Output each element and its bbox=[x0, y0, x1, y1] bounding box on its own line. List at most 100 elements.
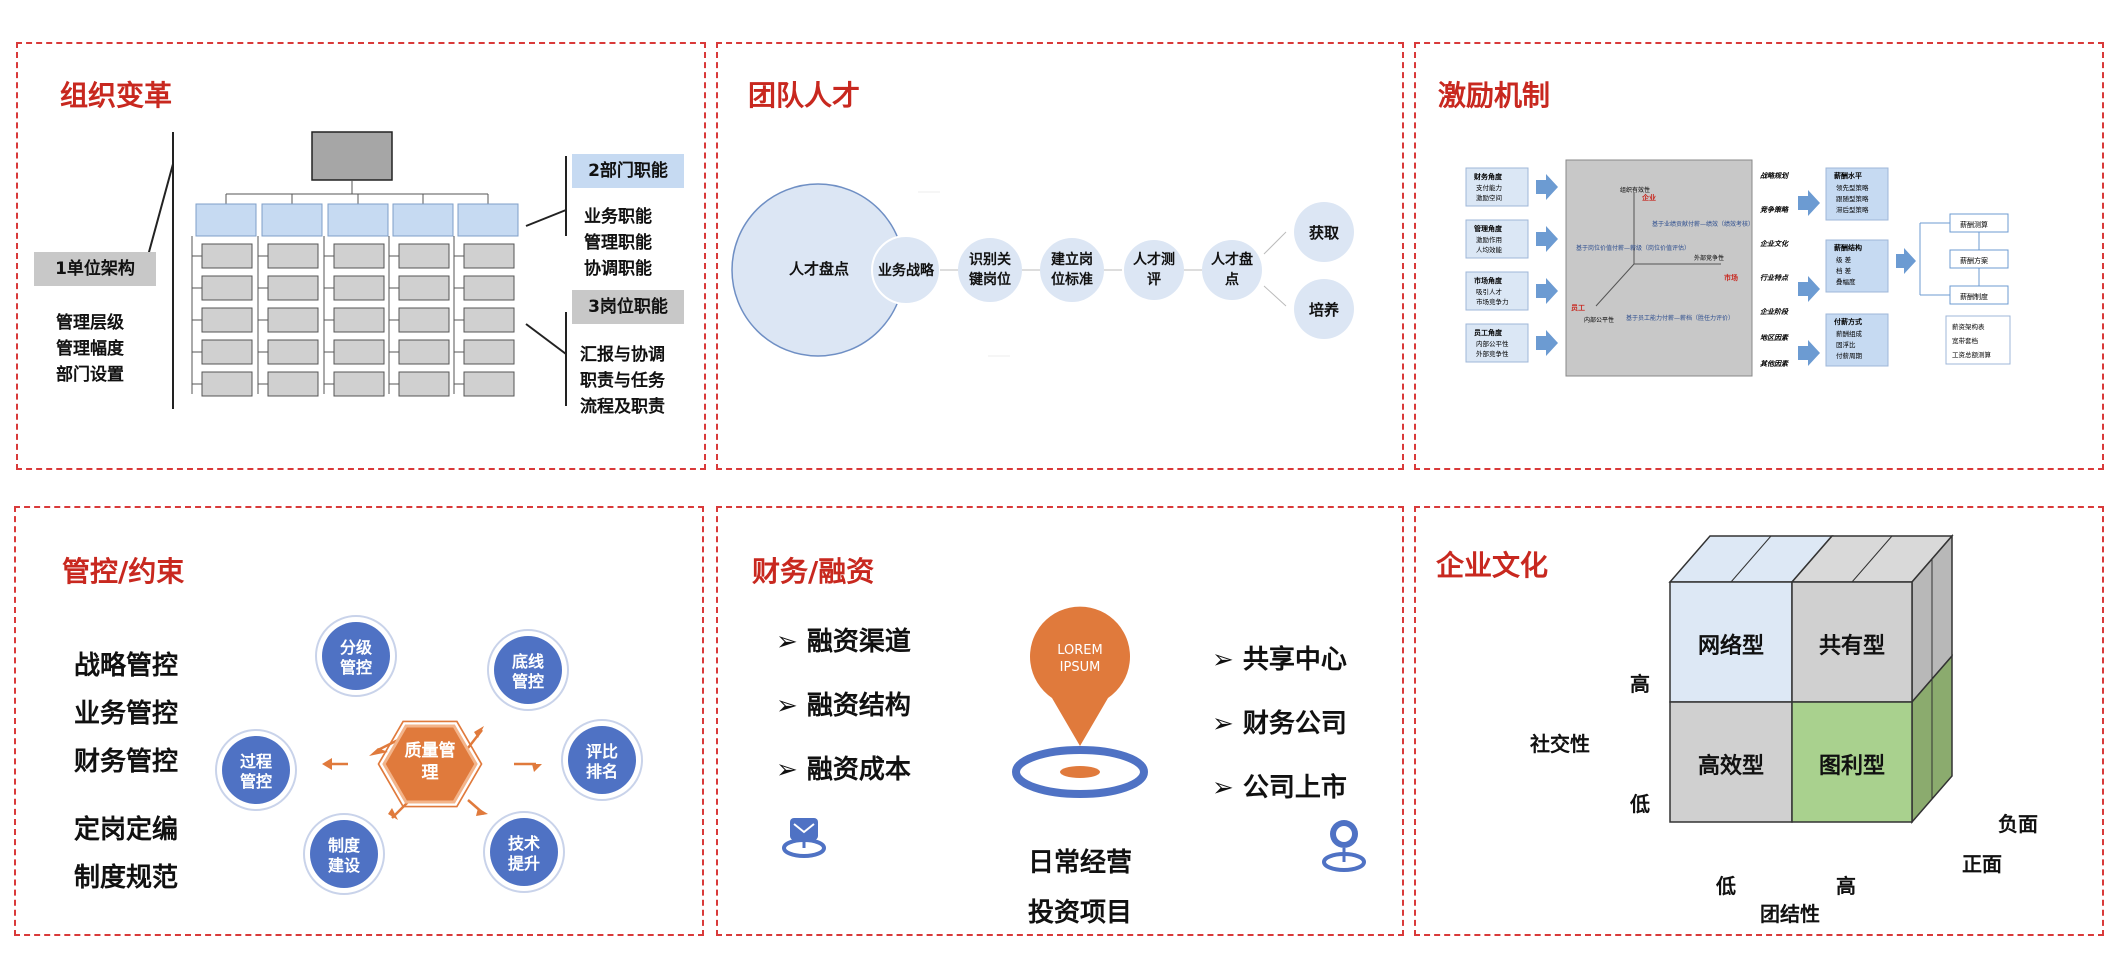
org-post-box bbox=[463, 243, 515, 269]
finance-right-text: 财务公司 bbox=[1242, 709, 1347, 739]
control-title: 管控/约束 bbox=[62, 555, 185, 588]
control-list-item: 财务管控 bbox=[74, 747, 179, 777]
incentive-output: 薪酬制度 bbox=[1960, 292, 1988, 301]
culture-cell: 网络型 bbox=[1697, 634, 1764, 659]
incentive-left-head: 管理角度 bbox=[1474, 224, 1503, 233]
org-post-box bbox=[463, 307, 515, 333]
control-node bbox=[490, 818, 558, 886]
incentive-output: 薪酬方案 bbox=[1960, 256, 1988, 265]
incentive-right-item: 领先型策略 bbox=[1836, 183, 1869, 192]
pin-text: LOREM IPSUM bbox=[1057, 643, 1103, 675]
dept-items: 业务职能 管理职能 协调职能 bbox=[584, 204, 652, 282]
finance-bottom-item: 日常经营 bbox=[1027, 848, 1132, 878]
finance-right-item: ➢ 财务公司 bbox=[1212, 709, 1347, 739]
control-node-label: 评比 bbox=[586, 742, 618, 761]
org-post-box bbox=[267, 371, 319, 397]
mail-pin-icon bbox=[782, 818, 826, 858]
dept-item: 业务职能 bbox=[584, 207, 652, 227]
talent-step: 建立岗位标准 bbox=[1051, 252, 1093, 288]
finance-bottom: 日常经营 投资项目 bbox=[1010, 838, 1150, 938]
incentive-right-item: 薪酬组成 bbox=[1836, 329, 1863, 338]
incentive-factor: 其他因素 bbox=[1760, 359, 1789, 368]
control-node-label: 制度 bbox=[328, 836, 361, 855]
incentive-right-item: 付薪周期 bbox=[1836, 351, 1863, 360]
unit-item: 管理幅度 bbox=[56, 339, 124, 359]
incentive-factor: 地区因素 bbox=[1760, 333, 1789, 342]
culture-x-axis: 团结性 bbox=[1760, 902, 1820, 926]
post-function-label: 3岗位职能 bbox=[572, 290, 684, 324]
finance-left-item: ➢ 融资结构 bbox=[776, 691, 911, 721]
unit-item: 管理层级 bbox=[56, 313, 124, 333]
org-post-box bbox=[333, 339, 385, 365]
incentive-right-item: 级 差 bbox=[1836, 255, 1852, 264]
control-center: 质量管理 bbox=[404, 741, 456, 783]
panel-control: 管控/约束 战略管控 业务管控 财务管控 定岗定编 制度规范 分级管控底线管控评… bbox=[14, 506, 704, 936]
org-dept-box bbox=[195, 203, 257, 237]
org-post-box bbox=[463, 339, 515, 365]
org-post-box bbox=[201, 307, 253, 333]
finance-right-item: ➢ 公司上市 bbox=[1212, 773, 1347, 803]
culture-y-axis: 社交性 bbox=[1530, 732, 1590, 756]
incentive-axis-label: 组织有效性 bbox=[1620, 186, 1650, 194]
incentive-right-head: 付薪方式 bbox=[1834, 317, 1862, 326]
control-node bbox=[568, 726, 636, 794]
incentive-left-item: 吸引人才 bbox=[1476, 287, 1503, 296]
control-list: 战略管控 业务管控 财务管控 定岗定编 制度规范 bbox=[74, 642, 178, 902]
incentive-left-head: 员工角度 bbox=[1474, 328, 1503, 337]
culture-y-low: 低 bbox=[1630, 792, 1650, 816]
org-post-box bbox=[333, 275, 385, 301]
talent-outcome: 获取 bbox=[1308, 224, 1339, 242]
incentive-right-head: 薪酬水平 bbox=[1834, 171, 1862, 180]
finance-right-text: 公司上市 bbox=[1242, 773, 1347, 803]
org-post-box bbox=[267, 307, 319, 333]
incentive-right-item: 滞后型策略 bbox=[1836, 205, 1869, 214]
incentive-left-item: 激励作用 bbox=[1476, 235, 1502, 244]
org-post-box bbox=[201, 243, 253, 269]
culture-cell: 图利型 bbox=[1818, 754, 1885, 779]
talent-outcome: 培养 bbox=[1308, 301, 1339, 319]
finance-right-list: ➢ 共享中心 ➢ 财务公司 ➢ 公司上市 bbox=[1212, 628, 1347, 820]
panel-finance: 财务/融资 ➢ 融资渠道 ➢ 融资结构 ➢ 融资成本 ➢ 共享中心 ➢ 财务公司… bbox=[716, 506, 1404, 936]
dept-item: 协调职能 bbox=[584, 259, 652, 279]
talent-big-circle: 人才盘点 bbox=[788, 260, 849, 278]
incentive-center-note: 基于员工能力付薪—薪档（胜任力评价） bbox=[1626, 314, 1734, 322]
incentive-center-note: 基于业绩贡献付薪—绩效（绩效考核） bbox=[1652, 220, 1754, 228]
org-post-box bbox=[201, 275, 253, 301]
control-node-label: 过程 bbox=[240, 752, 272, 771]
finance-left-text: 融资渠道 bbox=[806, 627, 911, 657]
finance-left-item: ➢ 融资渠道 bbox=[776, 627, 911, 657]
chat-pin-icon bbox=[1322, 820, 1366, 872]
talent-flow-diagram bbox=[731, 183, 1354, 357]
culture-cell: 高效型 bbox=[1697, 754, 1764, 779]
control-node-label: 分级 bbox=[340, 638, 373, 657]
org-post-box bbox=[333, 243, 385, 269]
finance-bottom-item: 投资项目 bbox=[1027, 898, 1132, 928]
post-item: 流程及职责 bbox=[580, 397, 665, 417]
finance-left-item: ➢ 融资成本 bbox=[776, 755, 911, 785]
incentive-output: 薪酬测算 bbox=[1960, 220, 1988, 229]
control-wheel-diagram: 分级管控底线管控评比排名技术提升制度建设过程管控 bbox=[215, 615, 643, 895]
incentive-axis-label: 市场 bbox=[1724, 273, 1738, 282]
control-list-item: 制度规范 bbox=[74, 863, 179, 893]
org-post-box bbox=[398, 275, 450, 301]
culture-depth-pos: 正面 bbox=[1962, 852, 2002, 876]
org-post-box bbox=[267, 275, 319, 301]
org-dept-box bbox=[457, 203, 519, 237]
incentive-factor: 企业文化 bbox=[1760, 239, 1789, 248]
org-post-box bbox=[333, 307, 385, 333]
dept-function-label: 2部门职能 bbox=[572, 154, 684, 188]
culture-cube-diagram bbox=[1668, 533, 1954, 825]
finance-left-text: 融资成本 bbox=[806, 755, 911, 785]
control-node-label: 提升 bbox=[508, 854, 540, 873]
incentive-left-item: 内部公平性 bbox=[1476, 339, 1509, 348]
unit-items: 管理层级 管理幅度 部门设置 bbox=[56, 310, 124, 388]
control-node-label: 排名 bbox=[586, 762, 618, 781]
finance-right-text: 共享中心 bbox=[1242, 645, 1347, 675]
org-title: 组织变革 bbox=[60, 79, 173, 112]
talent-step: 识别关键岗位 bbox=[969, 252, 1011, 288]
incentive-left-item: 支付能力 bbox=[1476, 183, 1502, 192]
org-post-box bbox=[333, 371, 385, 397]
org-chart-diagram bbox=[142, 131, 567, 409]
culture-x-high: 高 bbox=[1836, 874, 1856, 898]
control-node-label: 建设 bbox=[328, 856, 361, 875]
